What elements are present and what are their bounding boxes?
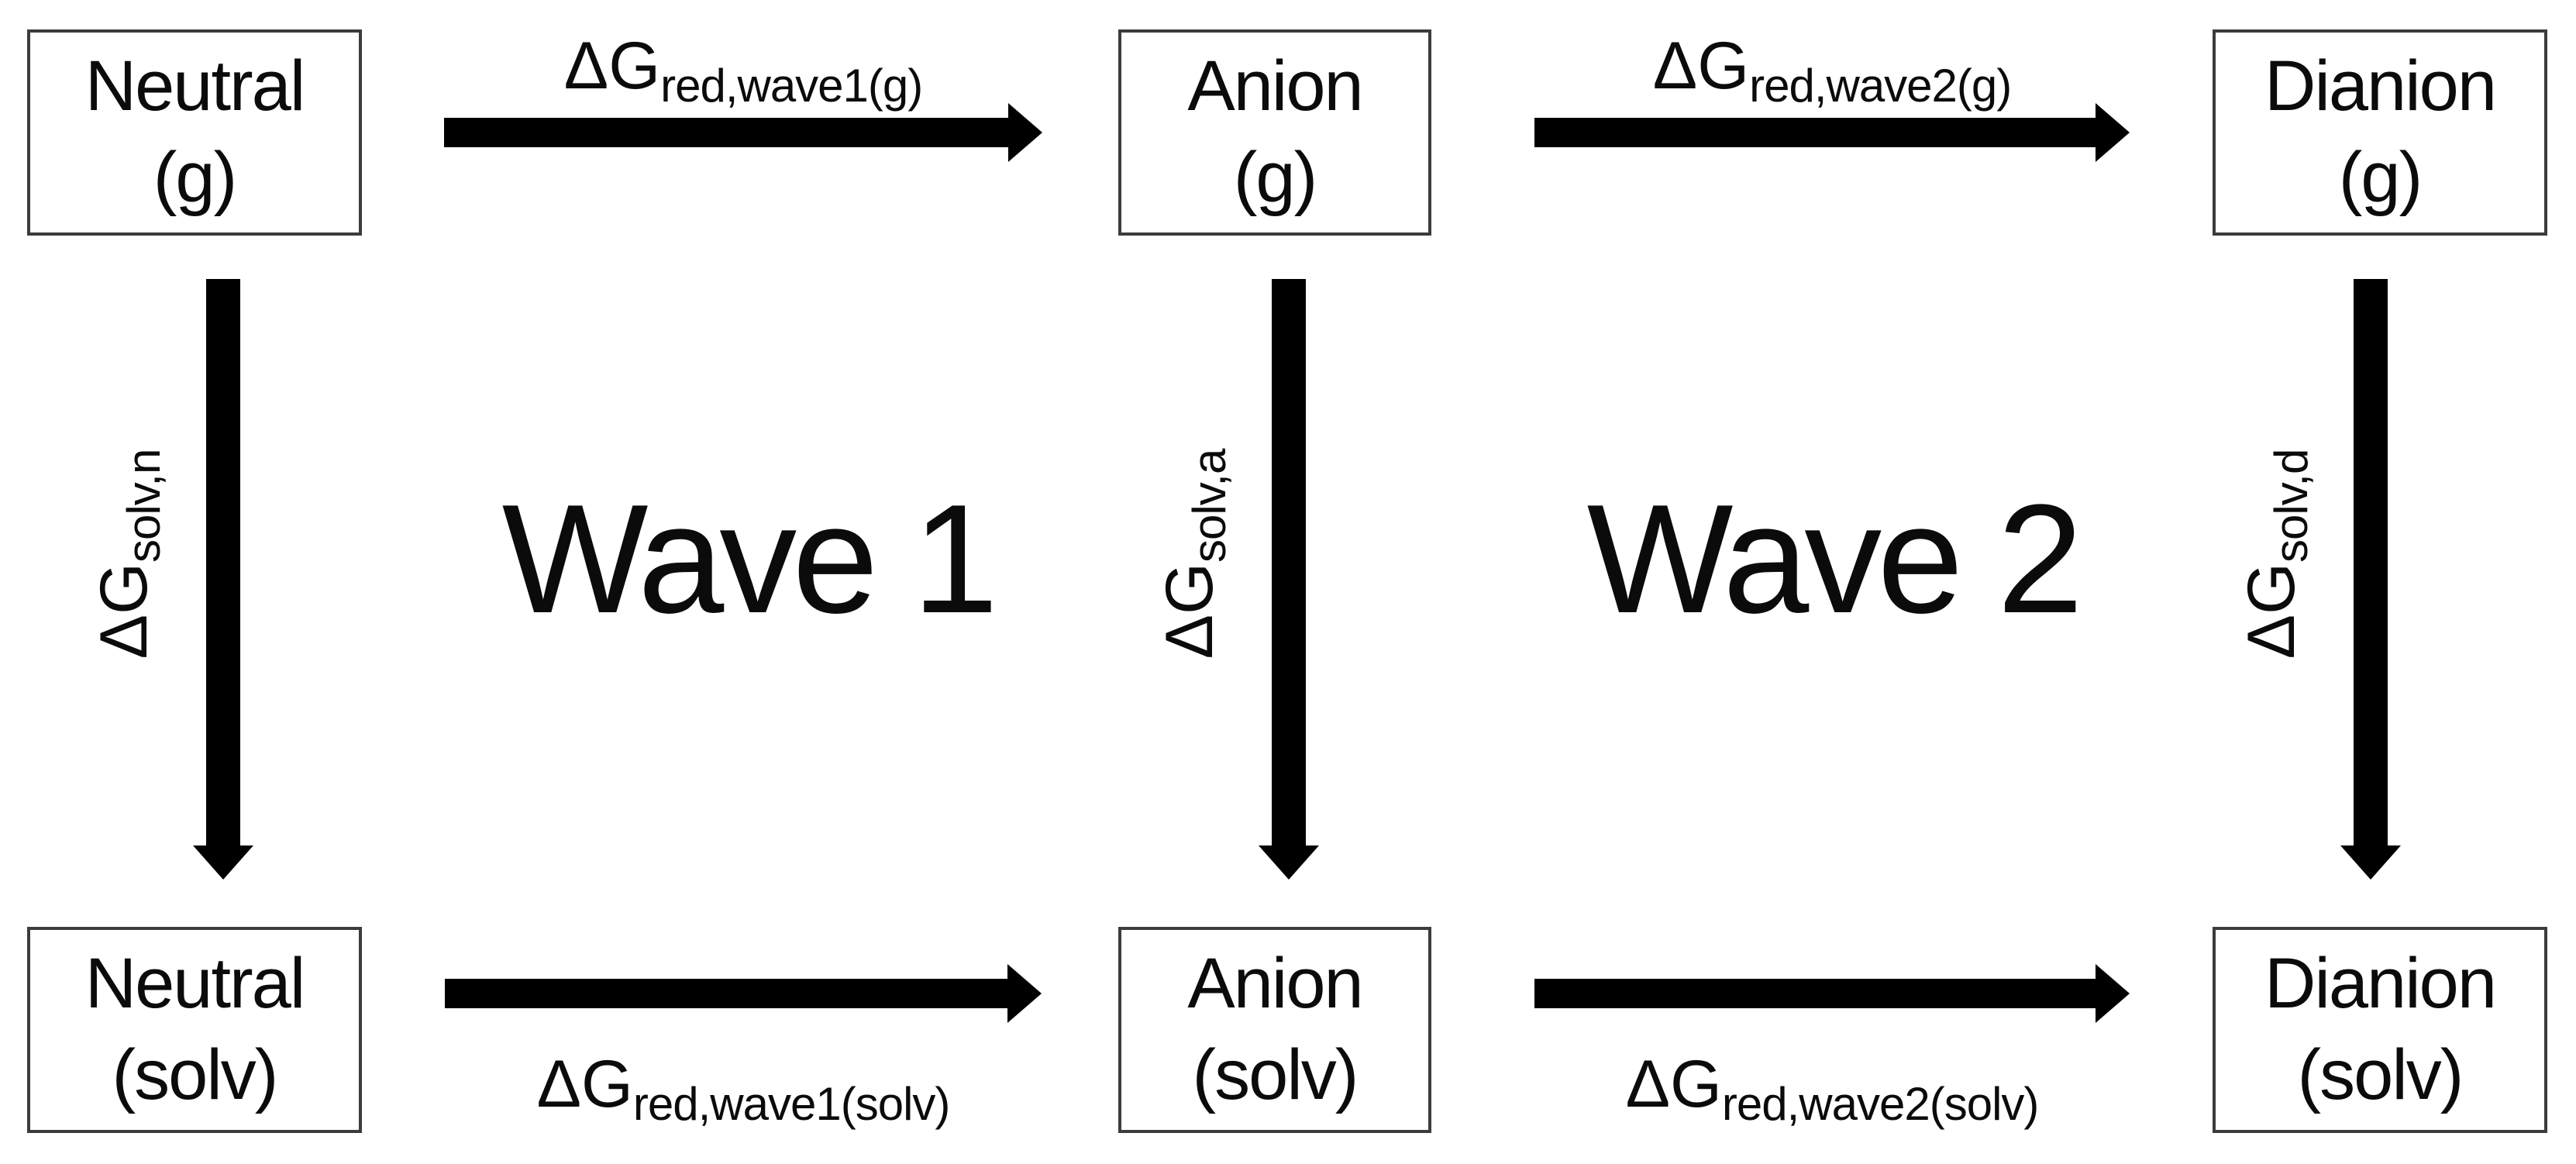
state-box-phase: (solv) xyxy=(1192,1035,1359,1114)
down-arrowhead-icon xyxy=(2340,845,2401,880)
arrow-reduction-wave2-gas xyxy=(1534,103,2130,162)
label-dg-red-wave1-gas: ΔGred,wave1(g) xyxy=(564,33,924,109)
state-box-phase: (solv) xyxy=(2297,1035,2464,1114)
label-main: ΔG xyxy=(536,1047,633,1121)
label-main: ΔG xyxy=(1152,562,1227,659)
arrow-solvation-dianion xyxy=(2340,279,2401,880)
state-box-dianion-solv: Dianion (solv) xyxy=(2213,927,2547,1133)
down-arrowhead-icon xyxy=(1259,845,1319,880)
state-box-anion-solv: Anion (solv) xyxy=(1118,927,1431,1133)
arrow-solvation-anion xyxy=(1259,279,1319,880)
arrow-shaft xyxy=(1534,118,2099,147)
arrow-reduction-wave2-solv xyxy=(1534,964,2130,1023)
label-dg-solv-a: ΔGsolv,a xyxy=(1152,449,1235,659)
state-box-label: Dianion xyxy=(2264,944,2497,1024)
arrow-shaft xyxy=(206,279,240,849)
arrow-shaft xyxy=(1272,279,1306,849)
label-dg-red-wave1-solv: ΔGred,wave1(solv) xyxy=(537,1051,951,1128)
state-box-label: Anion xyxy=(1187,46,1363,126)
label-main: ΔG xyxy=(563,29,661,103)
right-arrowhead-icon xyxy=(1007,964,1042,1023)
state-box-label: Neutral xyxy=(84,944,306,1024)
label-dg-red-wave2-solv: ΔGred,wave2(solv) xyxy=(1626,1051,2040,1128)
label-wave2: Wave 2 xyxy=(1586,473,2084,646)
arrow-solvation-neutral xyxy=(193,279,253,880)
label-dg-red-wave2-gas: ΔGred,wave2(g) xyxy=(1653,33,2013,109)
state-box-phase: (g) xyxy=(1233,138,1317,217)
label-dg-solv-n: ΔGsolv,n xyxy=(87,449,170,659)
state-box-anion-gas: Anion (g) xyxy=(1118,29,1431,236)
right-arrowhead-icon xyxy=(2096,103,2130,162)
arrow-shaft xyxy=(1534,979,2099,1008)
label-subscript: solv,n xyxy=(118,449,170,563)
arrow-shaft xyxy=(445,979,1011,1008)
arrow-shaft xyxy=(2354,279,2388,849)
label-subscript: red,wave2(solv) xyxy=(1721,1078,2039,1130)
state-box-phase: (g) xyxy=(153,138,237,217)
label-subscript: red,wave1(g) xyxy=(660,60,923,112)
state-box-dianion-gas: Dianion (g) xyxy=(2213,29,2547,236)
label-subscript: red,wave1(solv) xyxy=(632,1078,950,1130)
label-dg-solv-d: ΔGsolv,d xyxy=(2234,449,2317,659)
label-subscript: red,wave2(g) xyxy=(1749,60,2012,112)
state-box-label: Neutral xyxy=(84,46,306,126)
label-main: ΔG xyxy=(2234,562,2309,659)
label-main: ΔG xyxy=(1625,1047,1722,1121)
down-arrowhead-icon xyxy=(193,845,253,880)
state-box-phase: (solv) xyxy=(112,1035,279,1114)
label-wave1: Wave 1 xyxy=(501,473,999,646)
arrow-reduction-wave1-gas xyxy=(444,103,1042,162)
right-arrowhead-icon xyxy=(1008,103,1042,162)
label-subscript: solv,d xyxy=(2265,449,2317,563)
right-arrowhead-icon xyxy=(2096,964,2130,1023)
state-box-label: Anion xyxy=(1187,944,1363,1024)
label-main: ΔG xyxy=(1652,29,1750,103)
state-box-neutral-solv: Neutral (solv) xyxy=(27,927,362,1133)
state-box-label: Dianion xyxy=(2264,46,2497,126)
label-main: ΔG xyxy=(87,562,161,659)
label-subscript: solv,a xyxy=(1183,449,1235,563)
state-box-phase: (g) xyxy=(2338,138,2423,217)
arrow-reduction-wave1-solv xyxy=(445,964,1042,1023)
arrow-shaft xyxy=(444,118,1011,147)
state-box-neutral-gas: Neutral (g) xyxy=(27,29,362,236)
